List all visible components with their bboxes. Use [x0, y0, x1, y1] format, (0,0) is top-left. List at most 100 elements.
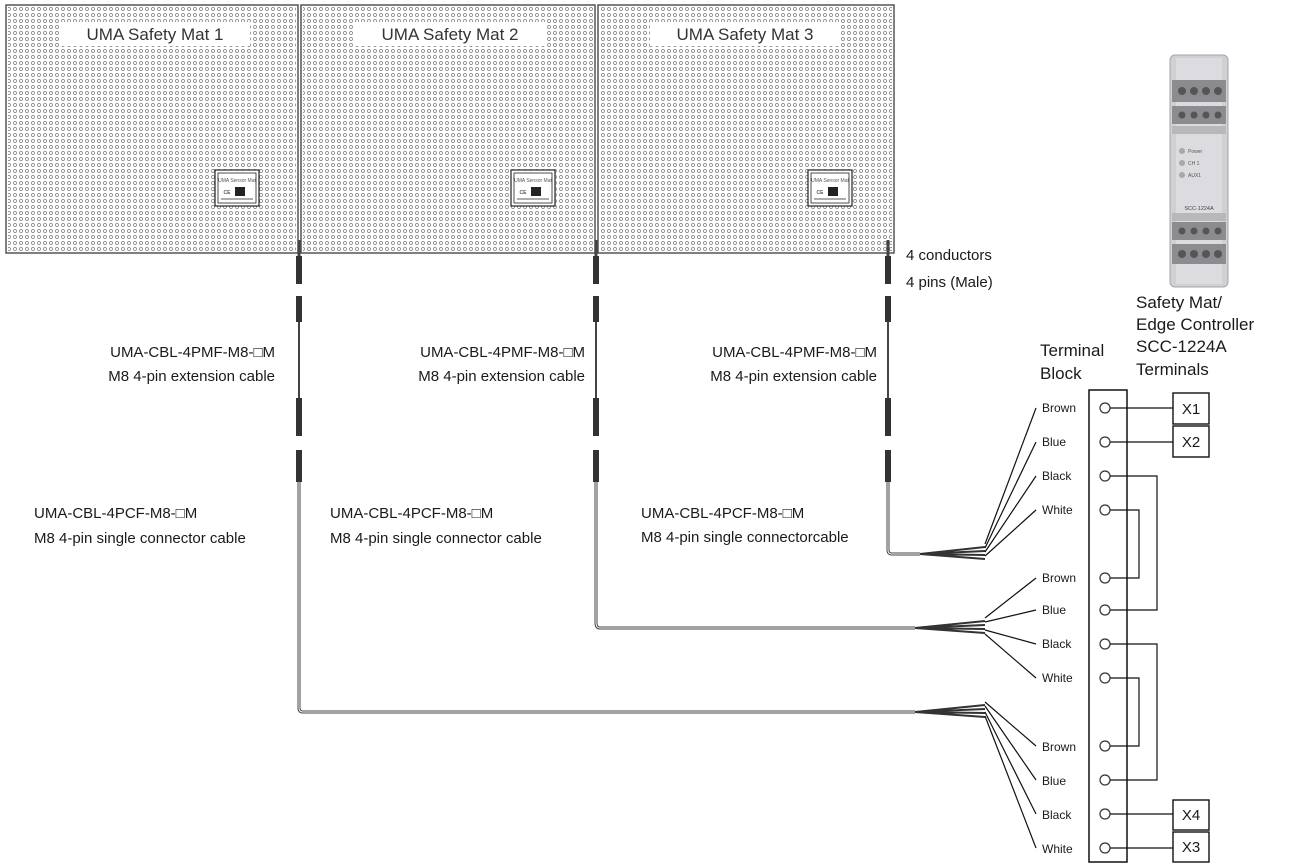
mat-label-brand: UMA Sensor Mat [514, 178, 552, 184]
single-cable-model: UMA-CBL-4PCF-M8-□M [641, 505, 804, 522]
extension-cable-model: UMA-CBL-4PMF-M8-□M [712, 344, 877, 361]
mat-title-bg [650, 22, 840, 46]
terminal-block-caption: Terminal Block [1040, 341, 1104, 383]
wire-labels: Brown Blue Black White Brown Blue Black … [1042, 401, 1076, 856]
terminal-x4 [1172, 799, 1210, 831]
controller-caption-line3: SCC-1224A [1136, 337, 1227, 356]
terminal-x2-label: X2 [1182, 434, 1200, 451]
safety-mat-1: UMA Safety Mat 1 UMA Sensor Mat CE [5, 4, 299, 254]
safety-mat-2: UMA Safety Mat 2 UMA Sensor Mat CE [300, 4, 596, 254]
mat-label-plate: UMA Sensor Mat CE [807, 169, 853, 207]
wire-label-black: Black [1042, 637, 1072, 651]
status-leds: Power CH 1 AUX1 [1179, 148, 1203, 179]
mat-title: UMA Safety Mat 1 [87, 25, 224, 44]
terminal-strip [1172, 106, 1226, 124]
jumper-wires [1110, 407, 1173, 849]
wire-label-white: White [1042, 671, 1073, 685]
power-led-icon [1179, 148, 1185, 154]
extension-cable-desc: M8 4-pin extension cable [418, 368, 585, 385]
wire-label-white: White [1042, 842, 1073, 856]
extension-cable-model: UMA-CBL-4PMF-M8-□M [110, 344, 275, 361]
wire-fanout-2 [984, 577, 1037, 679]
terminal-strip-screws [1178, 250, 1222, 258]
mat-label-plate: UMA Sensor Mat CE [214, 169, 260, 207]
single-cable-model: UMA-CBL-4PCF-M8-□M [330, 505, 493, 522]
controller-terminals: X1 X2 X4 X3 [1172, 392, 1210, 863]
terminal-x4-label: X4 [1182, 807, 1200, 824]
extension-cable-desc: M8 4-pin extension cable [108, 368, 275, 385]
wire-label-black: Black [1042, 469, 1072, 483]
safety-mat-3: UMA Safety Mat 3 UMA Sensor Mat CE [597, 4, 895, 254]
ce-mark: CE [224, 190, 232, 196]
mat-1-cable-run [296, 240, 986, 718]
connector-female [885, 296, 891, 322]
warning-icon [828, 187, 838, 196]
conductor-note: 4 conductors 4 pins (Male) [906, 247, 993, 291]
mat-title: UMA Safety Mat 2 [382, 25, 519, 44]
ce-mark: CE [817, 190, 825, 196]
mat-2-cable-run [593, 240, 986, 634]
extension-cable-model: UMA-CBL-4PMF-M8-□M [420, 344, 585, 361]
single-cable-desc: M8 4-pin single connectorcable [641, 529, 849, 546]
ch1-led-icon [1179, 160, 1185, 166]
extension-cable-desc: M8 4-pin extension cable [710, 368, 877, 385]
controller-caption-line1: Safety Mat/ [1136, 293, 1222, 312]
terminal-x3-label: X3 [1182, 839, 1200, 856]
wire-label-blue: Blue [1042, 603, 1066, 617]
connector-female [296, 296, 302, 322]
mat-3-cable-run [885, 240, 986, 560]
single-cable-labels: UMA-CBL-4PCF-M8-□M M8 4-pin single conne… [34, 505, 849, 547]
device-model-label: SCC-1224A [1184, 206, 1214, 212]
connector-male [296, 398, 302, 436]
terminal-x1 [1172, 392, 1210, 425]
terminal-block-caption-line2: Block [1040, 364, 1082, 383]
connector-male [296, 256, 302, 284]
connector-male [593, 398, 599, 436]
terminal-x3 [1172, 831, 1210, 863]
extension-cable-labels: UMA-CBL-4PMF-M8-□M M8 4-pin extension ca… [108, 344, 877, 385]
ce-mark: CE [520, 190, 528, 196]
terminal-block-caption-line1: Terminal [1040, 341, 1104, 360]
led-label: CH 1 [1188, 161, 1200, 167]
mat-label-plate: UMA Sensor Mat CE [510, 169, 556, 207]
connector-female [885, 450, 891, 482]
wire-label-brown: Brown [1042, 571, 1076, 585]
wire-label-white: White [1042, 503, 1073, 517]
controller-caption: Safety Mat/ Edge Controller SCC-1224A Te… [1136, 293, 1254, 379]
connector-male [885, 398, 891, 436]
connector-female [296, 450, 302, 482]
mat-title-bg [60, 22, 250, 46]
warning-icon [531, 187, 541, 196]
controller-caption-line4: Terminals [1136, 360, 1209, 379]
connector-male [593, 256, 599, 284]
controller-caption-line2: Edge Controller [1136, 315, 1254, 334]
conductor-note-line2: 4 pins (Male) [906, 274, 993, 291]
wire-label-blue: Blue [1042, 435, 1066, 449]
mat-label-brand: UMA Sensor Mat [811, 178, 849, 184]
led-label: AUX1 [1188, 173, 1201, 179]
wire-label-brown: Brown [1042, 401, 1076, 415]
mat-title-bg [355, 22, 545, 46]
single-cable-desc: M8 4-pin single connector cable [34, 530, 246, 547]
wire-label-blue: Blue [1042, 774, 1066, 788]
single-cable-model: UMA-CBL-4PCF-M8-□M [34, 505, 197, 522]
aux1-led-icon [1179, 172, 1185, 178]
wire-label-black: Black [1042, 808, 1072, 822]
wire-fanout-3 [984, 701, 1037, 849]
mat-label-brand: UMA Sensor Mat [218, 178, 256, 184]
wire-label-brown: Brown [1042, 740, 1076, 754]
terminal-strip-screws [1178, 227, 1222, 235]
warning-icon [235, 187, 245, 196]
connector-male [885, 256, 891, 284]
terminal-block [1088, 389, 1128, 863]
wire-fanout-1 [984, 407, 1037, 557]
terminal-strip [1172, 80, 1226, 102]
connector-female [593, 450, 599, 482]
terminal-strip [1172, 222, 1226, 240]
mat-title: UMA Safety Mat 3 [677, 25, 814, 44]
terminal-strip [1172, 244, 1226, 264]
terminal-x2 [1172, 425, 1210, 458]
controller-device: Power CH 1 AUX1 SCC-1224A [1169, 54, 1229, 288]
conductor-note-line1: 4 conductors [906, 247, 992, 264]
led-label: Power [1188, 149, 1203, 155]
